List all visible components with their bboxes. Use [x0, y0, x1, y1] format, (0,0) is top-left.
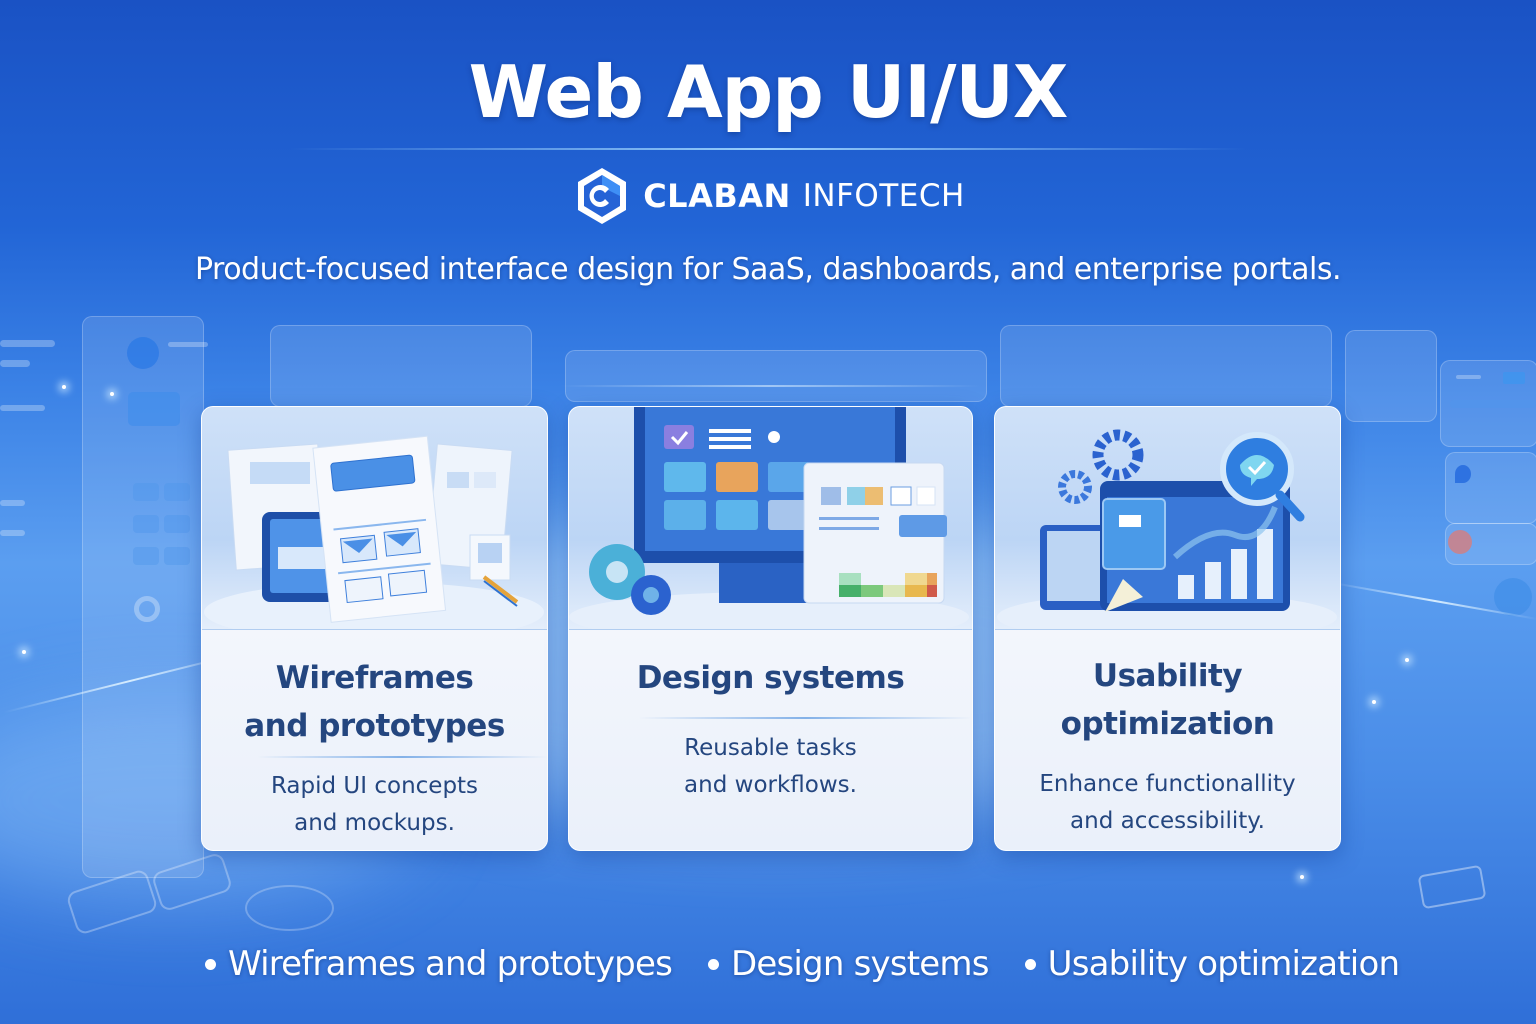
usability-optimization-illustration — [995, 407, 1340, 642]
monitor-components-icon — [569, 407, 969, 642]
ghost-line — [168, 342, 208, 347]
ghost-tile — [133, 483, 159, 501]
service-card-wireframes: Wireframes and prototypes Rapid UI conce… — [201, 406, 548, 851]
card-title: Design systems — [636, 660, 905, 696]
ghost-pie-chart-icon — [1494, 578, 1532, 616]
sparkle — [62, 385, 66, 389]
ghost-panel — [1445, 452, 1536, 524]
ghost-line — [0, 340, 55, 347]
brand-name-strong: CLABAN — [643, 177, 791, 215]
ghost-panel — [270, 325, 532, 407]
card-body: Design systems Reusable tasks and workfl… — [569, 629, 972, 850]
bullet-dot-icon — [1024, 958, 1036, 970]
brand-name-light: INFOTECH — [802, 178, 965, 214]
ghost-line — [1450, 400, 1536, 408]
ghost-mail-icon — [128, 392, 180, 426]
sparkle — [1405, 658, 1409, 662]
bullet-label: Usability optimization — [1047, 944, 1400, 984]
ghost-tile — [133, 515, 159, 533]
card-description-line2: and workflows. — [684, 772, 857, 798]
bullet-dot-icon — [205, 958, 216, 970]
page-subtitle: Product-focused interface design for Saa… — [194, 252, 1342, 287]
analytics-magnifier-icon — [997, 429, 1337, 642]
ghost-line — [0, 360, 30, 367]
bullet-label: Design systems — [731, 944, 989, 984]
card-body: Usability optimization Enhance functiona… — [995, 629, 1340, 850]
card-title-line2: and prototypes — [244, 708, 505, 744]
light-streak — [560, 385, 980, 387]
sparkle — [110, 392, 114, 396]
brand-logo-row: CLABAN INFOTECH — [0, 165, 1536, 227]
service-card-design-systems: Design systems Reusable tasks and workfl… — [568, 406, 973, 851]
bullet-label: Wireframes and prototypes — [228, 944, 673, 984]
page-title: Web App UI/UX — [468, 50, 1069, 134]
ghost-tile — [164, 547, 190, 565]
hexagon-c-logo-icon — [578, 168, 627, 224]
sparkle — [1300, 875, 1304, 879]
bullet-item: Usability optimization — [1024, 944, 1400, 984]
ghost-line — [1456, 375, 1481, 379]
card-divider — [257, 756, 547, 758]
ghost-panel — [1345, 330, 1437, 422]
feature-bullet-list: Wireframes and prototypes Design systems… — [205, 944, 1400, 984]
title-divider — [290, 148, 1246, 150]
ghost-panel — [565, 350, 987, 402]
ghost-line — [0, 500, 25, 506]
card-description: Rapid UI concepts — [270, 773, 479, 799]
ghost-tile — [133, 547, 159, 565]
ghost-tile — [1503, 372, 1525, 384]
card-description-line2: and accessibility. — [1070, 808, 1265, 834]
bullet-item: Wireframes and prototypes — [205, 944, 673, 984]
ghost-pie-icon — [1448, 530, 1472, 554]
card-title-line2: optimization — [1060, 706, 1275, 742]
ghost-gear-icon — [134, 596, 160, 622]
service-card-usability: Usability optimization Enhance functiona… — [994, 406, 1341, 851]
wireframes-prototypes-illustration — [202, 407, 547, 642]
ghost-line — [0, 405, 45, 411]
card-title: Wireframes — [275, 660, 474, 696]
card-title: Usability — [1092, 658, 1243, 694]
card-description: Reusable tasks — [684, 735, 857, 761]
design-systems-illustration — [569, 407, 972, 642]
ghost-panel — [1000, 325, 1332, 407]
card-divider — [639, 717, 972, 719]
sparkle — [1372, 700, 1376, 704]
wireframe-documents-icon — [204, 435, 544, 642]
ghost-key — [1417, 864, 1487, 910]
bullet-dot-icon — [708, 958, 719, 970]
card-description: Enhance functionallity — [1039, 771, 1296, 797]
card-description-line2: and mockups. — [294, 810, 455, 836]
bullet-item: Design systems — [708, 944, 989, 984]
ghost-avatar-icon — [127, 337, 159, 369]
ghost-tile — [164, 483, 190, 501]
sparkle — [22, 650, 26, 654]
ghost-tile — [164, 515, 190, 533]
ghost-phone-icon — [1455, 465, 1471, 483]
ghost-line — [0, 530, 25, 536]
ghost-key — [245, 885, 334, 931]
card-body: Wireframes and prototypes Rapid UI conce… — [202, 629, 547, 850]
